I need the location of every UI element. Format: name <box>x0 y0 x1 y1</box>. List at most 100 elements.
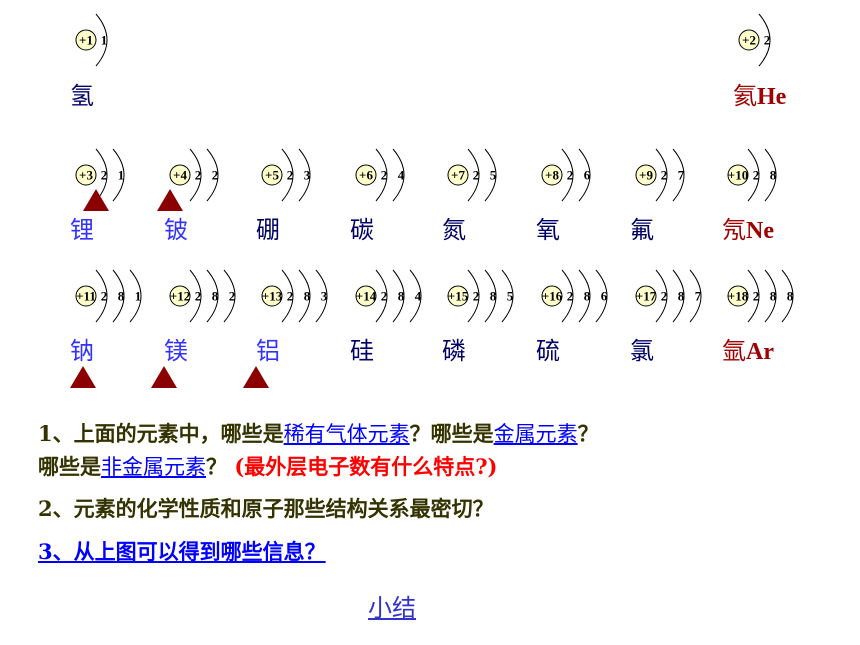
nucleus-charge: +11 <box>76 289 96 304</box>
shell-electron-count: 5 <box>507 289 514 304</box>
shell-electron-count: 8 <box>304 289 311 304</box>
element-name: 氮 <box>442 216 466 244</box>
nucleus-charge: +13 <box>262 289 283 304</box>
element-name: 氩Ar <box>722 337 774 366</box>
shell-electron-count: 7 <box>678 168 685 183</box>
electron-shell-arc <box>747 269 760 323</box>
element-name: 钠 <box>70 337 94 365</box>
nucleus-charge: +4 <box>173 168 187 183</box>
nucleus-charge: +3 <box>79 168 93 183</box>
question-1-text: ？ <box>206 454 235 479</box>
element-chinese-name: 氢 <box>70 82 94 110</box>
element-name: 氦He <box>733 82 786 111</box>
shell-electron-count: 2 <box>753 168 760 183</box>
nucleus-charge: +7 <box>451 168 465 183</box>
electron-shell-arc <box>112 269 125 323</box>
shell-electron-count: 2 <box>567 289 574 304</box>
question-1-text: ？哪些是 <box>409 421 494 446</box>
shell-electron-count: 1 <box>118 168 125 183</box>
question-3-link[interactable]: 3、从上图可以得到哪些信息？ <box>38 535 326 569</box>
element-name: 硫 <box>536 337 560 365</box>
metal-marker-triangle-icon <box>83 189 109 211</box>
electron-shell-arc <box>206 269 219 323</box>
shell-electron-count: 8 <box>770 289 777 304</box>
electron-shell-arc <box>112 148 125 202</box>
metal-element-link[interactable]: 金属元素 <box>493 422 578 446</box>
shell-electron-count: 1 <box>101 33 108 48</box>
nucleus-circle <box>355 285 377 307</box>
nucleus-charge: +18 <box>728 289 749 304</box>
electron-shell-arc <box>747 148 760 202</box>
electron-shell-arc <box>758 13 771 67</box>
element-name: 碳 <box>350 216 374 244</box>
shell-electron-count: 2 <box>661 289 668 304</box>
nucleus-circle <box>635 285 657 307</box>
nucleus-charge: +17 <box>636 289 657 304</box>
electron-shell-arc <box>392 148 405 202</box>
nucleus-charge: +14 <box>356 289 377 304</box>
electron-shell-arc <box>595 269 608 323</box>
element-chinese-name: 氖 <box>722 216 746 244</box>
shell-electron-count: 8 <box>787 289 794 304</box>
shell-electron-count: 3 <box>321 289 328 304</box>
nucleus-circle <box>541 164 563 186</box>
shell-electron-count: 6 <box>584 168 591 183</box>
shell-electron-count: 2 <box>287 168 294 183</box>
nucleus-charge: +9 <box>639 168 653 183</box>
shell-electron-count: 8 <box>678 289 685 304</box>
shell-electron-count: 2 <box>473 168 480 183</box>
shell-electron-count: 2 <box>101 289 108 304</box>
question-1: 1、上面的元素中，哪些是稀有气体元素？哪些是金属元素？ <box>38 417 599 451</box>
summary-link[interactable]: 小结 <box>368 594 416 622</box>
element-name: 氯 <box>630 337 654 365</box>
metal-marker-triangle-icon <box>157 189 183 211</box>
nucleus-charge: +8 <box>545 168 559 183</box>
element-chinese-name: 镁 <box>164 337 188 365</box>
element-chinese-name: 氯 <box>630 337 654 365</box>
electron-shell-arc <box>189 148 202 202</box>
shell-electron-count: 8 <box>212 289 219 304</box>
nucleus-charge: +5 <box>265 168 279 183</box>
shell-electron-count: 2 <box>764 33 771 48</box>
element-name: 磷 <box>442 337 466 365</box>
electron-shell-arc <box>689 269 702 323</box>
element-name: 氟 <box>630 216 654 244</box>
nucleus-circle <box>635 164 657 186</box>
shell-electron-count: 2 <box>567 168 574 183</box>
shell-electron-count: 2 <box>661 168 668 183</box>
element-chinese-name: 氮 <box>442 216 466 244</box>
element-symbol: Ne <box>746 218 774 244</box>
shell-electron-count: 8 <box>584 289 591 304</box>
nucleus-circle <box>447 164 469 186</box>
element-chinese-name: 铝 <box>256 337 280 365</box>
nonmetal-element-link[interactable]: 非金属元素 <box>101 455 206 479</box>
shell-electron-count: 2 <box>195 289 202 304</box>
noble-gas-link[interactable]: 稀有气体元素 <box>283 422 410 446</box>
electron-shell-arc <box>281 148 294 202</box>
electron-shell-arc <box>129 269 142 323</box>
shell-electron-count: 4 <box>415 289 422 304</box>
electron-shell-arc <box>578 148 591 202</box>
element-chinese-name: 氧 <box>536 216 560 244</box>
shell-electron-count: 2 <box>195 168 202 183</box>
shell-electron-count: 2 <box>381 289 388 304</box>
